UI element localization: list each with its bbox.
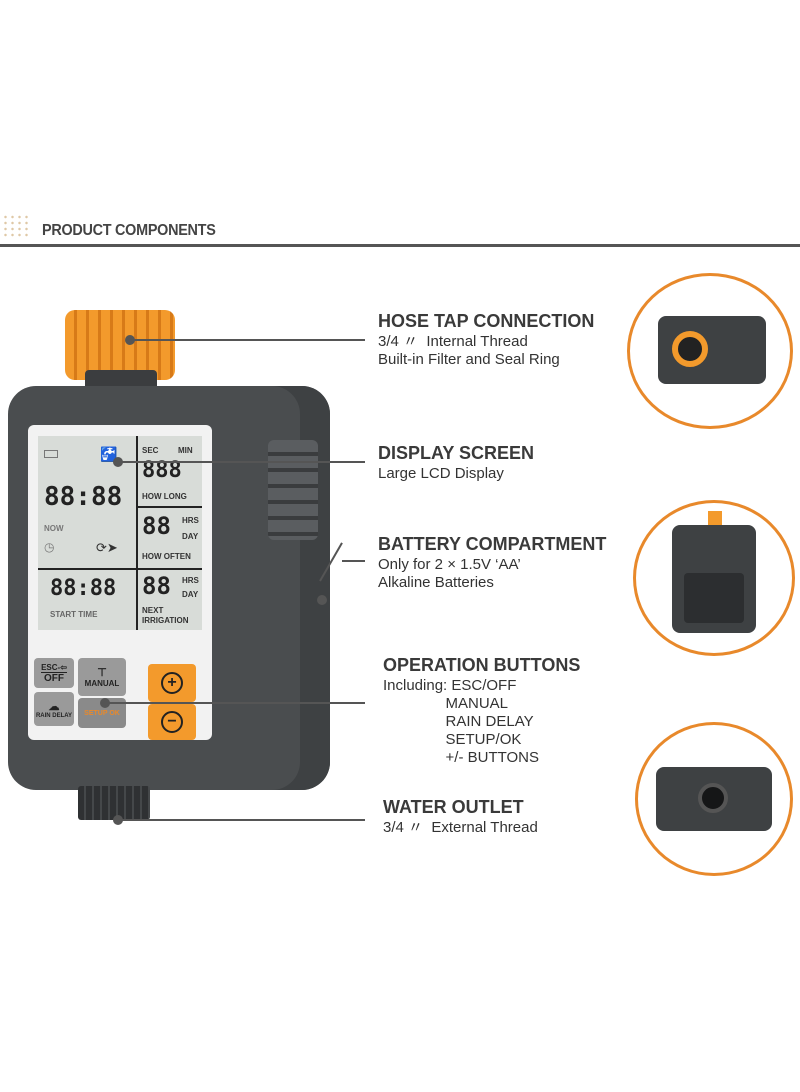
minus-button[interactable]: − [148,704,196,740]
clock-icon: ◷ [44,540,55,554]
esc-off-button[interactable]: ESC-⇦ OFF [34,658,74,688]
component-title: WATER OUTLET [383,797,524,817]
lcd-divider [38,568,202,570]
component-detail: 3/4 〃 Internal Thread [378,333,528,350]
esc-label: ESC-⇦ [41,662,67,673]
battery-icon [44,450,58,458]
start-time-digits: 88:88 [50,576,117,601]
component-detail: Large LCD Display [378,465,504,482]
minus-icon: − [161,711,183,733]
lcd-divider [136,436,138,630]
component-detail: SETUP/OK [383,731,522,748]
lcd-display: 🚰 88:88 NOW ◷ ⟳➤ SEC MIN 888 HOW LONG 88… [38,436,202,630]
clock-digits: 88:88 [44,482,123,512]
component-detail: 3/4 〃 External Thread [383,819,538,836]
leader-line [130,339,365,341]
component-detail: RAIN DELAY [383,713,534,730]
day-label: DAY [182,532,199,541]
next-irrigation-label: NEXT IRRIGATION [142,606,189,625]
min-label: MIN [178,446,193,455]
lcd-divider [138,506,202,508]
water-outlet [78,786,150,820]
component-title: DISPLAY SCREEN [378,443,535,463]
hose-tap-detail-image [627,273,793,429]
start-time-label: START TIME [50,610,98,619]
leader-line [118,819,365,821]
component-title: BATTERY COMPARTMENT [378,534,607,554]
how-often-digits: 88 [142,512,171,540]
next-irrigation-digits: 88 [142,572,171,600]
manual-button[interactable]: ⊤ MANUAL [78,658,126,696]
hrs-label: HRS [182,516,199,525]
cloud-icon: ☁ [48,700,60,713]
faucet-icon: ⊤ [97,667,107,679]
header-divider [0,244,800,247]
component-detail: MANUAL [383,695,509,712]
plus-icon: + [161,672,183,694]
hose-tap-connector [65,310,175,380]
rain-delay-label: RAIN DELAY [35,712,73,719]
component-detail: Only for 2 × 1.5V ‘AA’ [378,556,521,573]
sparkle-decoration [2,214,32,238]
sec-label: SEC [142,446,159,455]
component-title: HOSE TAP CONNECTION [378,311,595,331]
leader-line [105,702,365,704]
component-detail: Including: ESC/OFF [383,677,517,694]
component-detail: Built-in Filter and Seal Ring [378,351,560,368]
component-detail: Alkaline Batteries [378,574,494,591]
how-long-label: HOW LONG [142,492,187,501]
hrs-label: HRS [182,576,199,585]
day-label: DAY [182,590,199,599]
cycle-icon: ⟳➤ [96,540,118,555]
component-title: OPERATION BUTTONS [383,655,581,675]
rain-delay-button[interactable]: ☁ RAIN DELAY [34,692,74,726]
side-grip [268,440,318,540]
component-detail: +/- BUTTONS [383,749,540,766]
leader-line [118,461,365,463]
leader-line [342,560,365,562]
water-outlet-detail-image [635,722,793,876]
battery-compartment-detail-image [633,500,795,656]
leader-dot [317,595,327,605]
section-title: PRODUCT COMPONENTS [42,222,216,239]
plus-button[interactable]: + [148,664,196,702]
setup-ok-label: SETUP OK [84,709,120,717]
how-often-label: HOW OFTEN [142,552,191,561]
now-label: NOW [44,524,64,533]
manual-label: MANUAL [84,679,120,688]
off-label: OFF [44,672,64,684]
